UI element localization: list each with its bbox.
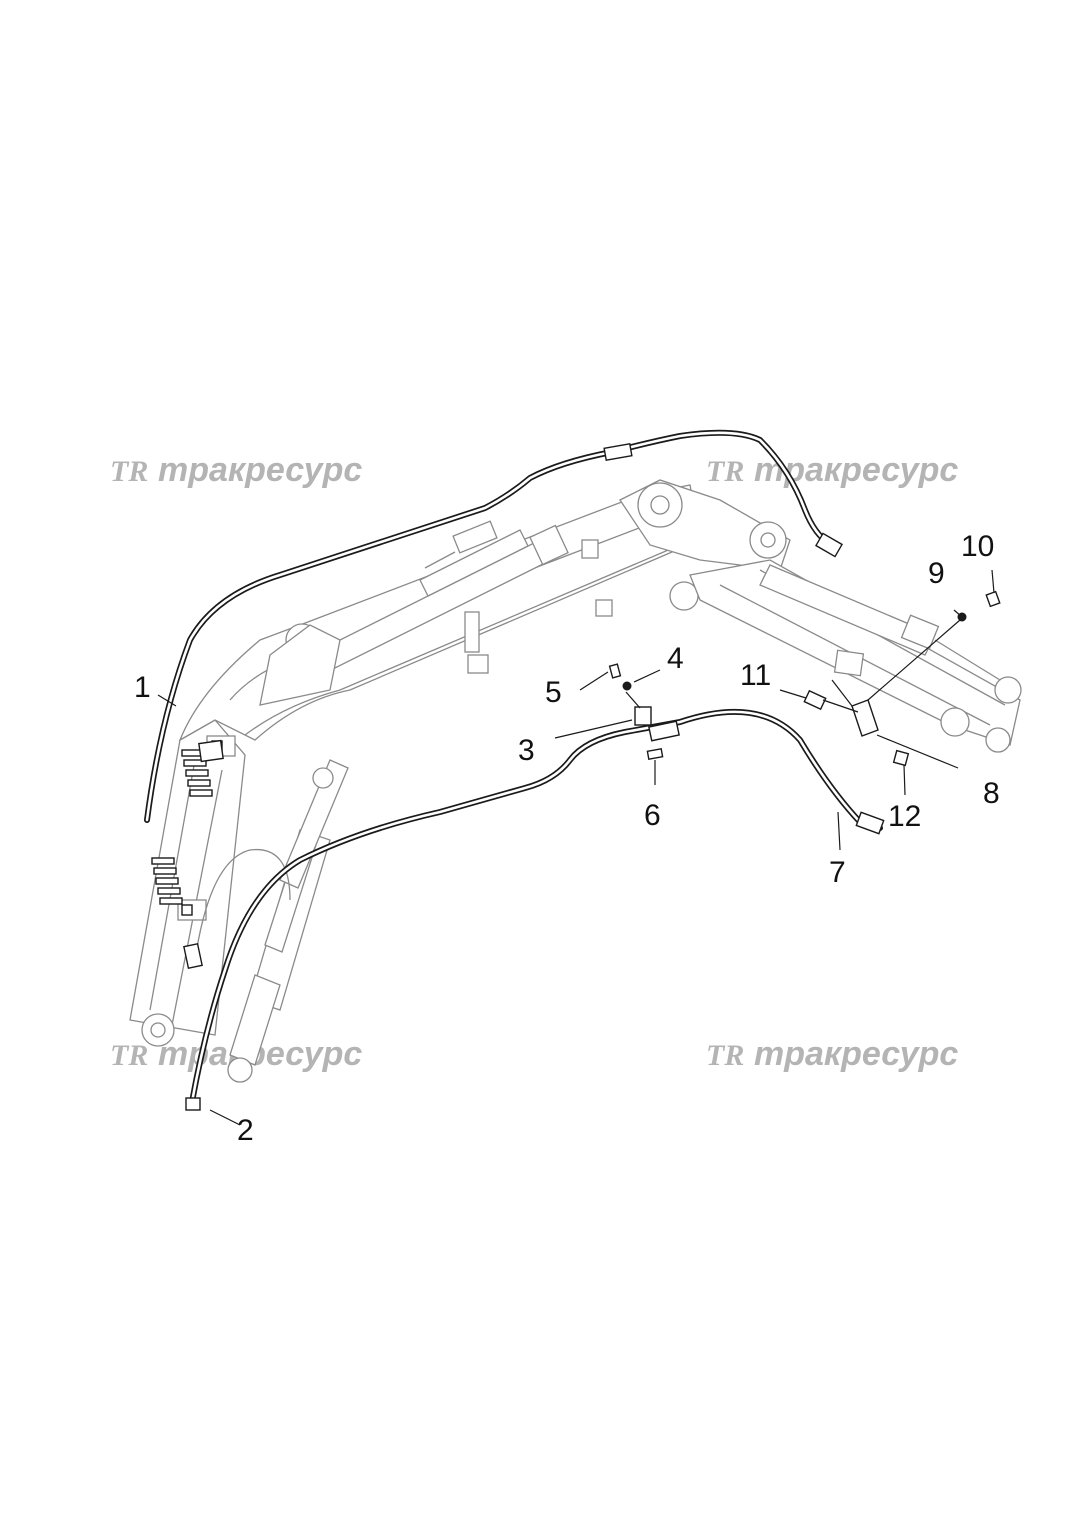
callout-labels: 1 2 3 4 5 6 7 8 9 10 11 12: [134, 530, 1000, 1147]
hose-1-fitting-end: [815, 532, 843, 558]
callout-6: 6: [644, 799, 661, 832]
hose-7-fitting-upper: [648, 720, 680, 742]
fitting-part-11: [803, 689, 827, 711]
hose-1: [144, 429, 843, 823]
callout-5: 5: [545, 676, 562, 709]
watermark-logo: TR: [706, 1039, 744, 1072]
watermark-logo: TR: [110, 1039, 148, 1072]
callout-11: 11: [740, 659, 771, 692]
bolt-part-10: [985, 590, 1001, 608]
watermark-top-left: TR тракресурс: [110, 451, 362, 489]
hose-7: [185, 708, 885, 1111]
callout-8: 8: [983, 777, 1000, 810]
loose-parts: [608, 590, 1001, 767]
callout-3: 3: [518, 734, 535, 767]
watermark-text: тракресурс: [158, 451, 362, 489]
callout-7: 7: [829, 856, 846, 889]
sleeve-part-6: [646, 748, 664, 760]
callout-4: 4: [667, 642, 684, 675]
hose-1-fitting-upper: [603, 443, 633, 461]
hose-clamp-stack-lower: [151, 857, 183, 905]
leader-lines: [157, 569, 995, 1126]
bracket-part-8: [851, 699, 879, 737]
callout-9: 9: [928, 557, 945, 590]
washer-part-4: [622, 681, 632, 691]
watermark-text: тракресурс: [754, 1035, 958, 1073]
watermark-top-right: TR тракресурс: [706, 451, 958, 489]
callout-10: 10: [961, 530, 994, 563]
watermark-bottom-left: TR тракресурс: [110, 1035, 362, 1073]
watermark-logo: TR: [110, 455, 148, 488]
boom-assembly: [129, 479, 1022, 1083]
callout-1: 1: [134, 671, 151, 704]
watermark-bottom-right: TR тракресурс: [706, 1035, 958, 1073]
hose-7-fitting-end: [855, 811, 885, 835]
clamp-block-part-3: [634, 706, 652, 726]
watermark-logo: TR: [706, 455, 744, 488]
callout-12: 12: [888, 800, 921, 833]
hose-7-fitting-bottom: [185, 1097, 201, 1111]
hose-clamp-stack-upper: [181, 749, 213, 797]
callout-2: 2: [237, 1114, 254, 1147]
nut-part-12: [892, 749, 910, 767]
bolt-part-5: [608, 663, 622, 679]
